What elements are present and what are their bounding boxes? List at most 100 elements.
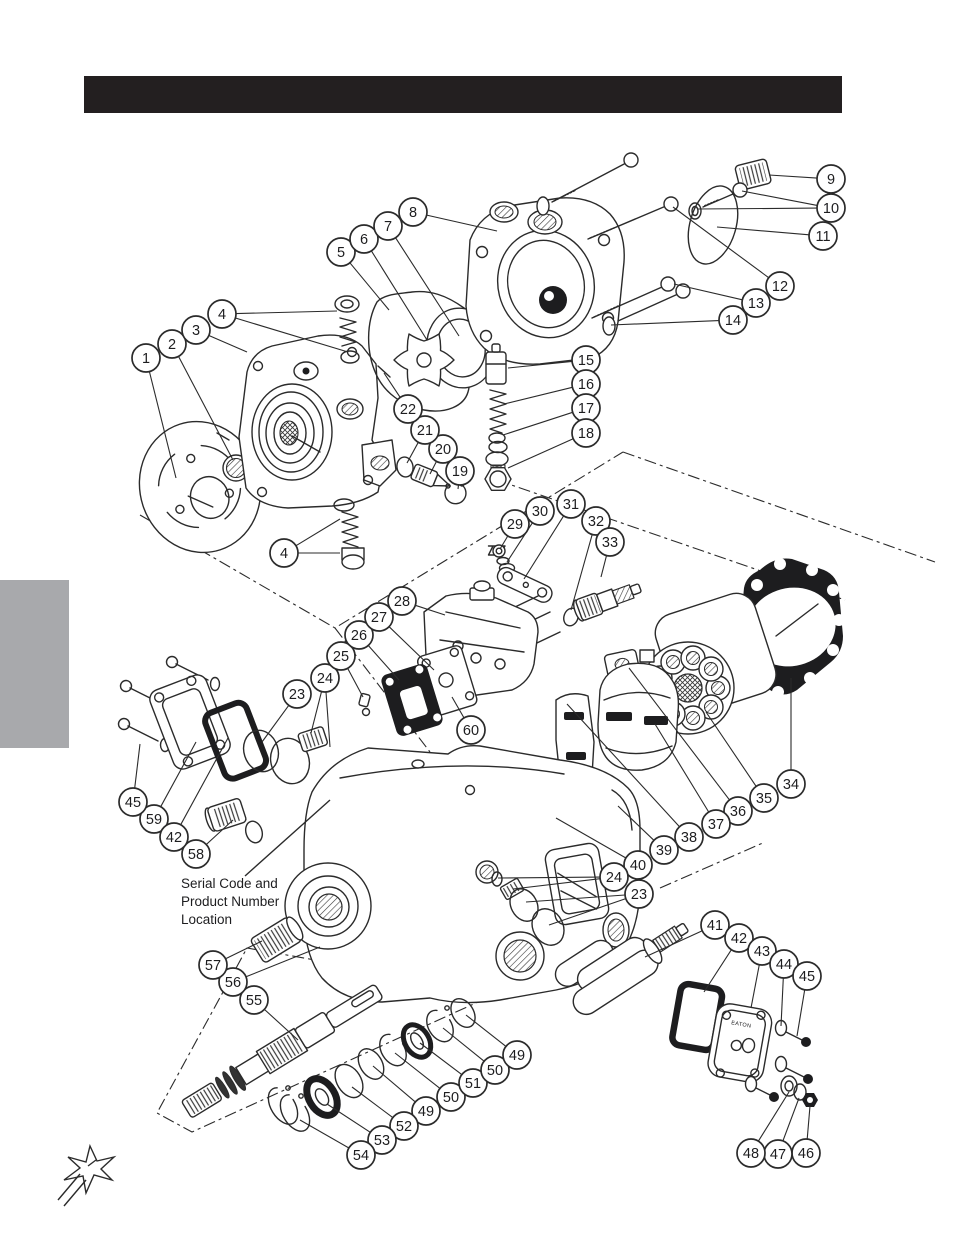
callout-21: 21 bbox=[406, 415, 440, 464]
bias-spring-plug-bottom bbox=[333, 498, 365, 570]
feedback-arm-group bbox=[487, 544, 553, 603]
callout-30: 30 bbox=[506, 496, 555, 563]
svg-text:3: 3 bbox=[192, 323, 200, 339]
svg-text:39: 39 bbox=[656, 843, 672, 859]
callout-31: 31 bbox=[523, 489, 586, 580]
svg-text:44: 44 bbox=[776, 957, 792, 973]
pump-housing bbox=[284, 744, 641, 1004]
svg-text:45: 45 bbox=[799, 969, 815, 985]
svg-text:25: 25 bbox=[333, 649, 349, 665]
svg-text:51: 51 bbox=[465, 1076, 481, 1092]
svg-text:1: 1 bbox=[142, 351, 150, 367]
cover-bolts bbox=[536, 152, 691, 336]
svg-text:27: 27 bbox=[371, 610, 387, 626]
serial-note-line3: Location bbox=[181, 912, 232, 927]
svg-text:16: 16 bbox=[578, 377, 594, 393]
svg-text:4: 4 bbox=[280, 546, 288, 562]
plug-58 bbox=[204, 798, 247, 832]
svg-text:32: 32 bbox=[588, 514, 604, 530]
callout-3: 3 bbox=[181, 315, 248, 353]
callout-6: 6 bbox=[349, 224, 428, 341]
svg-text:43: 43 bbox=[754, 944, 770, 960]
callout-46: 46 bbox=[791, 1105, 821, 1168]
callout-45: 45 bbox=[792, 961, 822, 1037]
svg-text:54: 54 bbox=[353, 1148, 369, 1164]
callout-54: 54 bbox=[299, 1119, 376, 1170]
cover-brand-label: EATON bbox=[731, 1020, 752, 1029]
callout-36: 36 bbox=[628, 667, 753, 826]
callout-11: 11 bbox=[716, 221, 838, 251]
callout-23: 23 bbox=[525, 879, 654, 926]
callout-23: 23 bbox=[261, 679, 312, 743]
callout-25: 25 bbox=[326, 641, 364, 698]
callout-41: 41 bbox=[644, 910, 730, 958]
callout-layer: 1234567891011121314151617181920212223242… bbox=[118, 164, 846, 1170]
svg-text:50: 50 bbox=[443, 1090, 459, 1106]
callout-55: 55 bbox=[239, 985, 299, 1041]
callout-42: 42 bbox=[703, 923, 754, 993]
svg-text:23: 23 bbox=[631, 887, 647, 903]
o-ring-58 bbox=[244, 820, 264, 844]
relief-valve-stack bbox=[484, 343, 512, 491]
svg-text:15: 15 bbox=[578, 353, 594, 369]
svg-text:52: 52 bbox=[396, 1119, 412, 1135]
svg-text:10: 10 bbox=[823, 201, 839, 217]
svg-text:6: 6 bbox=[360, 232, 368, 248]
callout-59: 59 bbox=[139, 741, 197, 834]
svg-text:42: 42 bbox=[166, 830, 182, 846]
callout-1: 1 bbox=[131, 343, 177, 479]
callout-24: 24 bbox=[310, 663, 340, 748]
bias-spring-plug-top bbox=[334, 295, 360, 364]
svg-text:42: 42 bbox=[731, 931, 747, 947]
svg-text:14: 14 bbox=[725, 313, 741, 329]
svg-text:53: 53 bbox=[374, 1133, 390, 1149]
star-logo-icon bbox=[57, 1143, 117, 1207]
breather-plug bbox=[734, 158, 772, 191]
o-ring-23 bbox=[242, 729, 280, 773]
coupling bbox=[250, 916, 304, 963]
svg-text:26: 26 bbox=[351, 628, 367, 644]
svg-text:13: 13 bbox=[748, 296, 764, 312]
callout-47: 47 bbox=[763, 1097, 800, 1169]
svg-text:49: 49 bbox=[418, 1104, 434, 1120]
serial-note-line2: Product Number bbox=[181, 894, 280, 909]
callout-39: 39 bbox=[617, 805, 679, 865]
callout-35: 35 bbox=[705, 711, 779, 813]
plug-24 bbox=[297, 726, 329, 753]
cover-hardware bbox=[744, 1019, 818, 1107]
svg-text:59: 59 bbox=[146, 812, 162, 828]
svg-text:36: 36 bbox=[730, 804, 746, 820]
callout-4: 4 bbox=[207, 299, 349, 353]
pressure-relief-valve bbox=[573, 583, 642, 622]
svg-text:24: 24 bbox=[317, 671, 333, 687]
drain-plug-group bbox=[377, 365, 467, 505]
callout-50: 50 bbox=[394, 1052, 466, 1112]
callout-42: 42 bbox=[159, 737, 229, 852]
svg-text:38: 38 bbox=[681, 830, 697, 846]
svg-text:47: 47 bbox=[770, 1147, 786, 1163]
callout-20: 20 bbox=[428, 434, 458, 475]
front-housing bbox=[238, 334, 397, 509]
svg-text:7: 7 bbox=[384, 219, 392, 235]
o-ring-24-lower bbox=[491, 871, 503, 887]
end-cover bbox=[465, 197, 625, 365]
svg-text:50: 50 bbox=[487, 1063, 503, 1079]
svg-text:33: 33 bbox=[602, 535, 618, 551]
callout-29: 29 bbox=[499, 509, 530, 550]
side-tab bbox=[0, 580, 69, 748]
serial-note: Serial Code and Product Number Location bbox=[181, 799, 331, 927]
callout-52: 52 bbox=[351, 1086, 419, 1141]
svg-text:21: 21 bbox=[417, 423, 433, 439]
callout-4: 4 bbox=[269, 518, 341, 568]
callout-22: 22 bbox=[383, 372, 423, 424]
svg-text:40: 40 bbox=[630, 858, 646, 874]
o-ring-24 bbox=[269, 737, 311, 785]
svg-text:41: 41 bbox=[707, 918, 723, 934]
splined-plug-lower bbox=[499, 877, 525, 901]
svg-text:24: 24 bbox=[606, 870, 622, 886]
callout-34: 34 bbox=[776, 678, 806, 799]
svg-text:9: 9 bbox=[827, 172, 835, 188]
callout-13: 13 bbox=[673, 283, 771, 318]
callout-28: 28 bbox=[387, 586, 446, 616]
